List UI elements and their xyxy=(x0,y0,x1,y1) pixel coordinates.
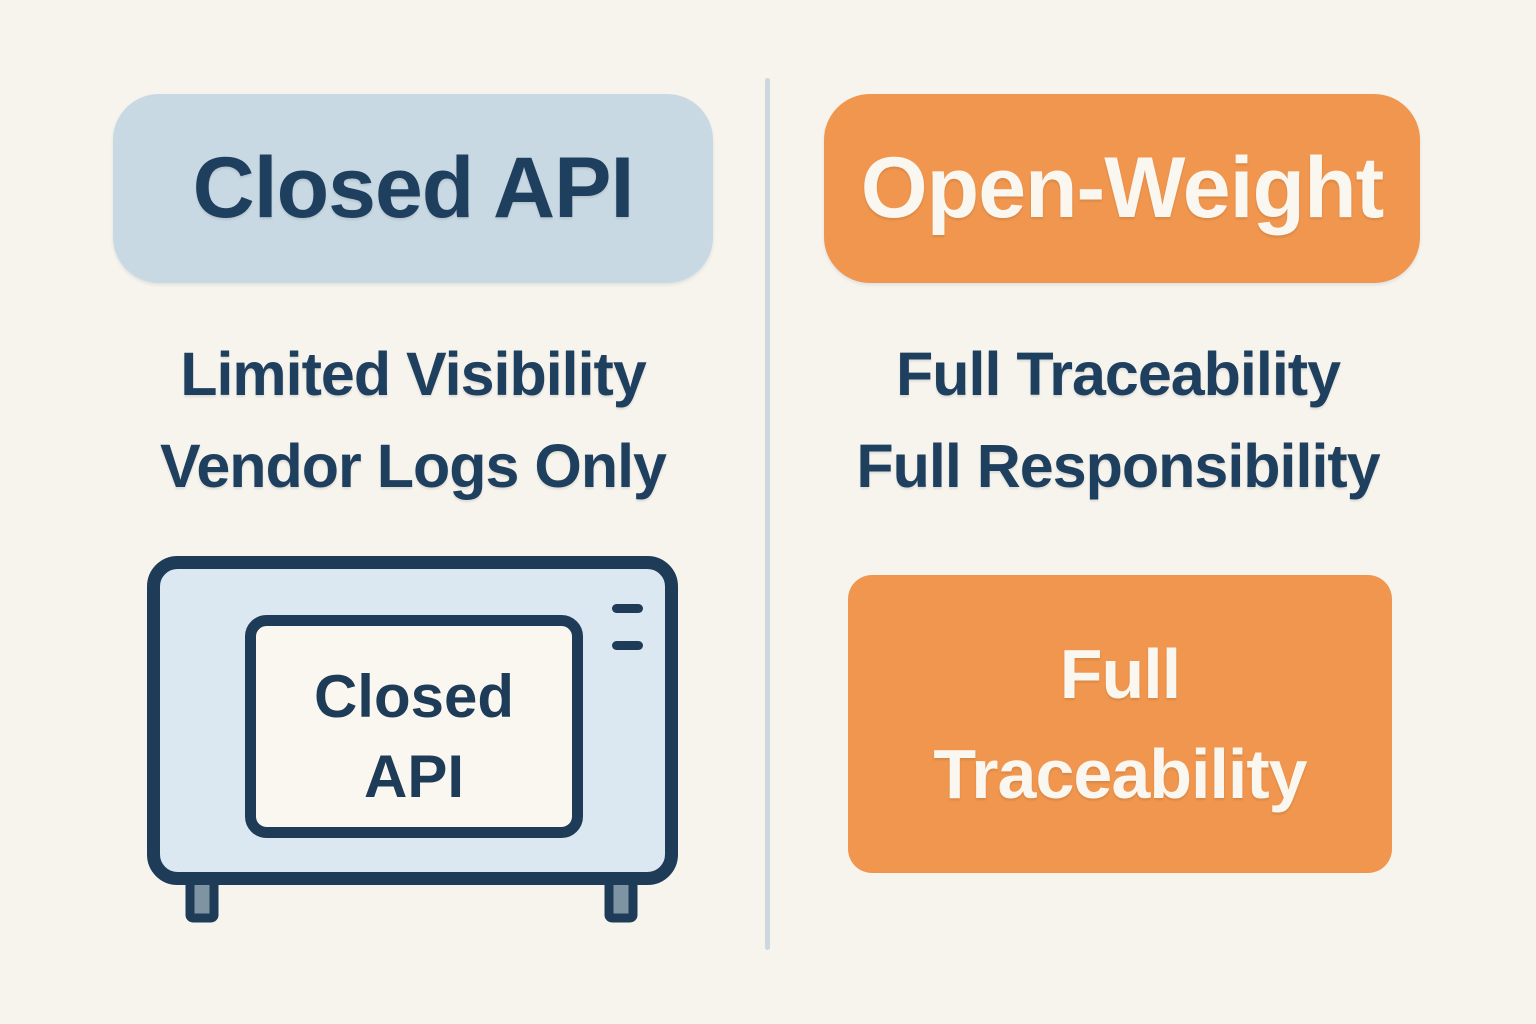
open-weight-subtitle-line1: Full Traceability xyxy=(895,340,1341,408)
closed-api-subtitle-line2: Vendor Logs Only xyxy=(160,432,667,500)
device-vent-dash-1 xyxy=(612,604,643,613)
open-weight-subtitle: Full Traceability Full Responsibility xyxy=(788,328,1448,512)
device-vent-dash-2 xyxy=(612,641,643,650)
device-screen-label-line2: API xyxy=(364,743,464,810)
open-weight-header-pill: Open-Weight xyxy=(824,94,1420,283)
closed-api-subtitle: Limited Visibility Vendor Logs Only xyxy=(38,328,788,512)
open-weight-subtitle-line2: Full Responsibility xyxy=(856,432,1380,500)
device-screen xyxy=(245,615,583,838)
full-traceability-badge: Full Traceability xyxy=(848,575,1392,873)
full-traceability-badge-line1: Full xyxy=(1059,635,1181,713)
device-right-foot xyxy=(604,875,638,923)
closed-api-subtitle-line1: Limited Visibility xyxy=(180,340,647,408)
closed-api-device-icon: Closed API xyxy=(147,556,678,923)
device-screen-label-line1: Closed xyxy=(314,663,514,730)
column-divider xyxy=(765,78,770,950)
full-traceability-badge-line2: Traceability xyxy=(933,735,1307,813)
open-weight-header-label: Open-Weight xyxy=(860,140,1384,236)
device-left-foot xyxy=(185,875,219,923)
closed-api-header-pill: Closed API xyxy=(113,94,713,283)
closed-api-header-label: Closed API xyxy=(192,140,635,236)
